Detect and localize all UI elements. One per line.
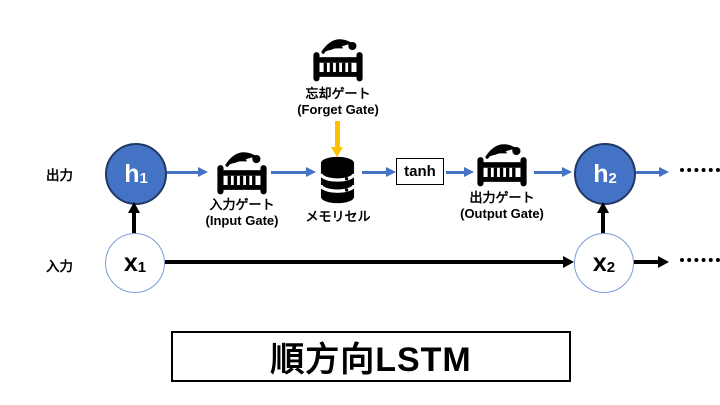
arrow-forget-to-cell-head — [331, 147, 344, 157]
input-gate-label-jp: 入力ゲート — [209, 197, 275, 212]
output-gate-label-jp: 出力ゲート — [469, 190, 535, 205]
forget-gate-label-en: (Forget Gate) — [297, 101, 379, 117]
arrow-h1-to-inputgate-line — [167, 170, 198, 174]
input-gate-label: 入力ゲート (Input Gate) — [162, 197, 322, 228]
node-x1-sub: 1 — [137, 258, 147, 276]
node-h2-sub: 2 — [608, 169, 617, 187]
input-gate-icon — [216, 150, 268, 195]
node-h2-text: h — [593, 159, 609, 188]
tanh-box: tanh — [396, 158, 444, 185]
arrow-h1-to-inputgate-head — [198, 166, 208, 177]
output-gate-label-en: (Output Gate) — [460, 205, 544, 221]
input-gate-label-en: (Input Gate) — [205, 212, 279, 228]
forget-gate-label-jp: 忘却ゲート — [305, 86, 371, 101]
arrow-cell-to-tanh-head — [386, 166, 396, 177]
arrow-x2-to-h2-head — [597, 202, 609, 213]
node-x2-sub: 2 — [606, 258, 616, 276]
arrow-x2-out-line — [634, 260, 658, 264]
node-h1-text: h — [124, 159, 140, 188]
arrow-x1-to-h1-head — [128, 202, 140, 213]
arrow-x1-to-x2-head — [563, 255, 574, 268]
continuation-dots-top — [680, 168, 720, 172]
arrow-x2-to-h2-line — [601, 212, 605, 233]
arrow-h2-out-line — [636, 170, 659, 174]
output-gate-label: 出力ゲート (Output Gate) — [422, 190, 582, 221]
input-row-label: 入力 — [46, 259, 73, 274]
arrow-forget-to-cell-line — [335, 121, 340, 147]
continuation-dots-bottom — [680, 258, 720, 262]
arrow-tanh-to-outputgate-head — [464, 166, 474, 177]
arrow-outputgate-to-h2-head — [562, 166, 572, 177]
memory-cell-icon — [318, 156, 357, 204]
forget-gate-label: 忘却ゲート (Forget Gate) — [258, 86, 418, 117]
output-row-label: 出力 — [46, 168, 73, 183]
output-gate-icon — [476, 142, 528, 187]
arrow-inputgate-to-cell-line — [271, 170, 306, 174]
arrow-outputgate-to-h2-line — [534, 170, 562, 174]
arrow-tanh-to-outputgate-line — [446, 170, 464, 174]
arrow-h2-out-head — [659, 166, 669, 177]
arrow-x1-to-h1-line — [132, 212, 136, 233]
arrow-inputgate-to-cell-head — [306, 166, 316, 177]
diagram-title: 順方向LSTM — [171, 331, 571, 382]
memory-cell-label: メモリセル — [305, 209, 371, 224]
node-x1-text: x — [123, 248, 138, 277]
forget-gate-icon — [312, 37, 364, 82]
arrow-cell-to-tanh-line — [362, 170, 386, 174]
arrow-x2-out-head — [658, 255, 669, 268]
node-h1-sub: 1 — [139, 169, 148, 187]
arrow-x1-to-x2-line — [165, 260, 564, 264]
node-x2-text: x — [592, 248, 607, 277]
